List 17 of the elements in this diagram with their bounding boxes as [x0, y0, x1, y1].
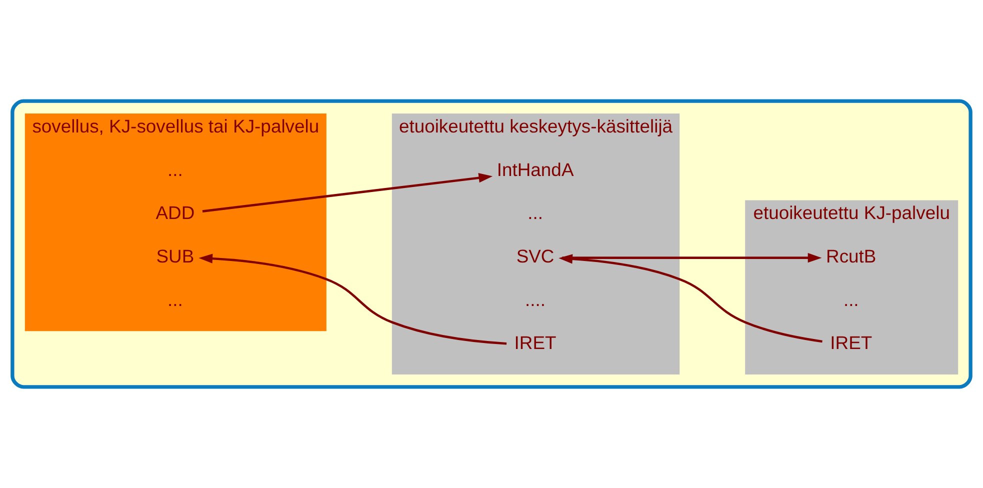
node-text: RcutB: [826, 245, 876, 266]
label: ...: [168, 288, 183, 310]
node-text: IRET: [514, 332, 556, 354]
cluster: [10, 99, 972, 389]
node-text: ADD: [156, 202, 195, 224]
label: ...: [528, 202, 543, 224]
label: ....: [525, 288, 546, 310]
arrow: [198, 254, 507, 345]
label: ...: [843, 288, 859, 310]
node-text: IRET: [830, 332, 872, 354]
arrow: [558, 254, 822, 343]
node-text: SVC: [516, 245, 554, 266]
arrow: [562, 252, 822, 263]
label: ...: [168, 158, 183, 180]
arrow: [202, 173, 493, 212]
node-text: SUB: [156, 245, 194, 266]
node-text: IntHandA: [496, 158, 574, 180]
